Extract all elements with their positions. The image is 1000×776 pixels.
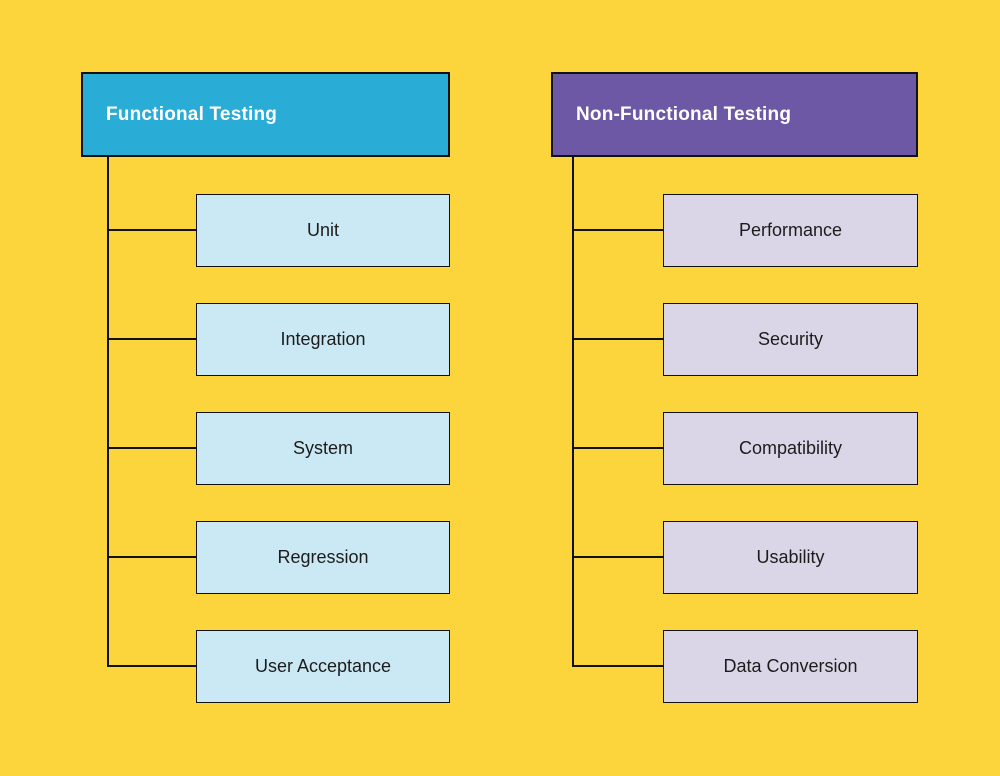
node-compatibility: Compatibility (663, 412, 918, 485)
connector-branch-security (572, 338, 663, 340)
connector-branch-system (107, 447, 196, 449)
connector-branch-integration (107, 338, 196, 340)
node-integration: Integration (196, 303, 450, 376)
connector-trunk-non-functional (572, 157, 574, 667)
connector-branch-usability (572, 556, 663, 558)
connector-branch-unit (107, 229, 196, 231)
connector-branch-performance (572, 229, 663, 231)
functional-testing-header: Functional Testing (81, 72, 450, 157)
connector-branch-regression (107, 556, 196, 558)
node-user-acceptance: User Acceptance (196, 630, 450, 703)
node-usability: Usability (663, 521, 918, 594)
connector-branch-data-conversion (572, 665, 663, 667)
node-system: System (196, 412, 450, 485)
non-functional-testing-header: Non-Functional Testing (551, 72, 918, 157)
connector-branch-compatibility (572, 447, 663, 449)
node-security: Security (663, 303, 918, 376)
node-performance: Performance (663, 194, 918, 267)
node-unit: Unit (196, 194, 450, 267)
connector-branch-user-acceptance (107, 665, 196, 667)
node-data-conversion: Data Conversion (663, 630, 918, 703)
connector-trunk-functional (107, 157, 109, 667)
node-regression: Regression (196, 521, 450, 594)
